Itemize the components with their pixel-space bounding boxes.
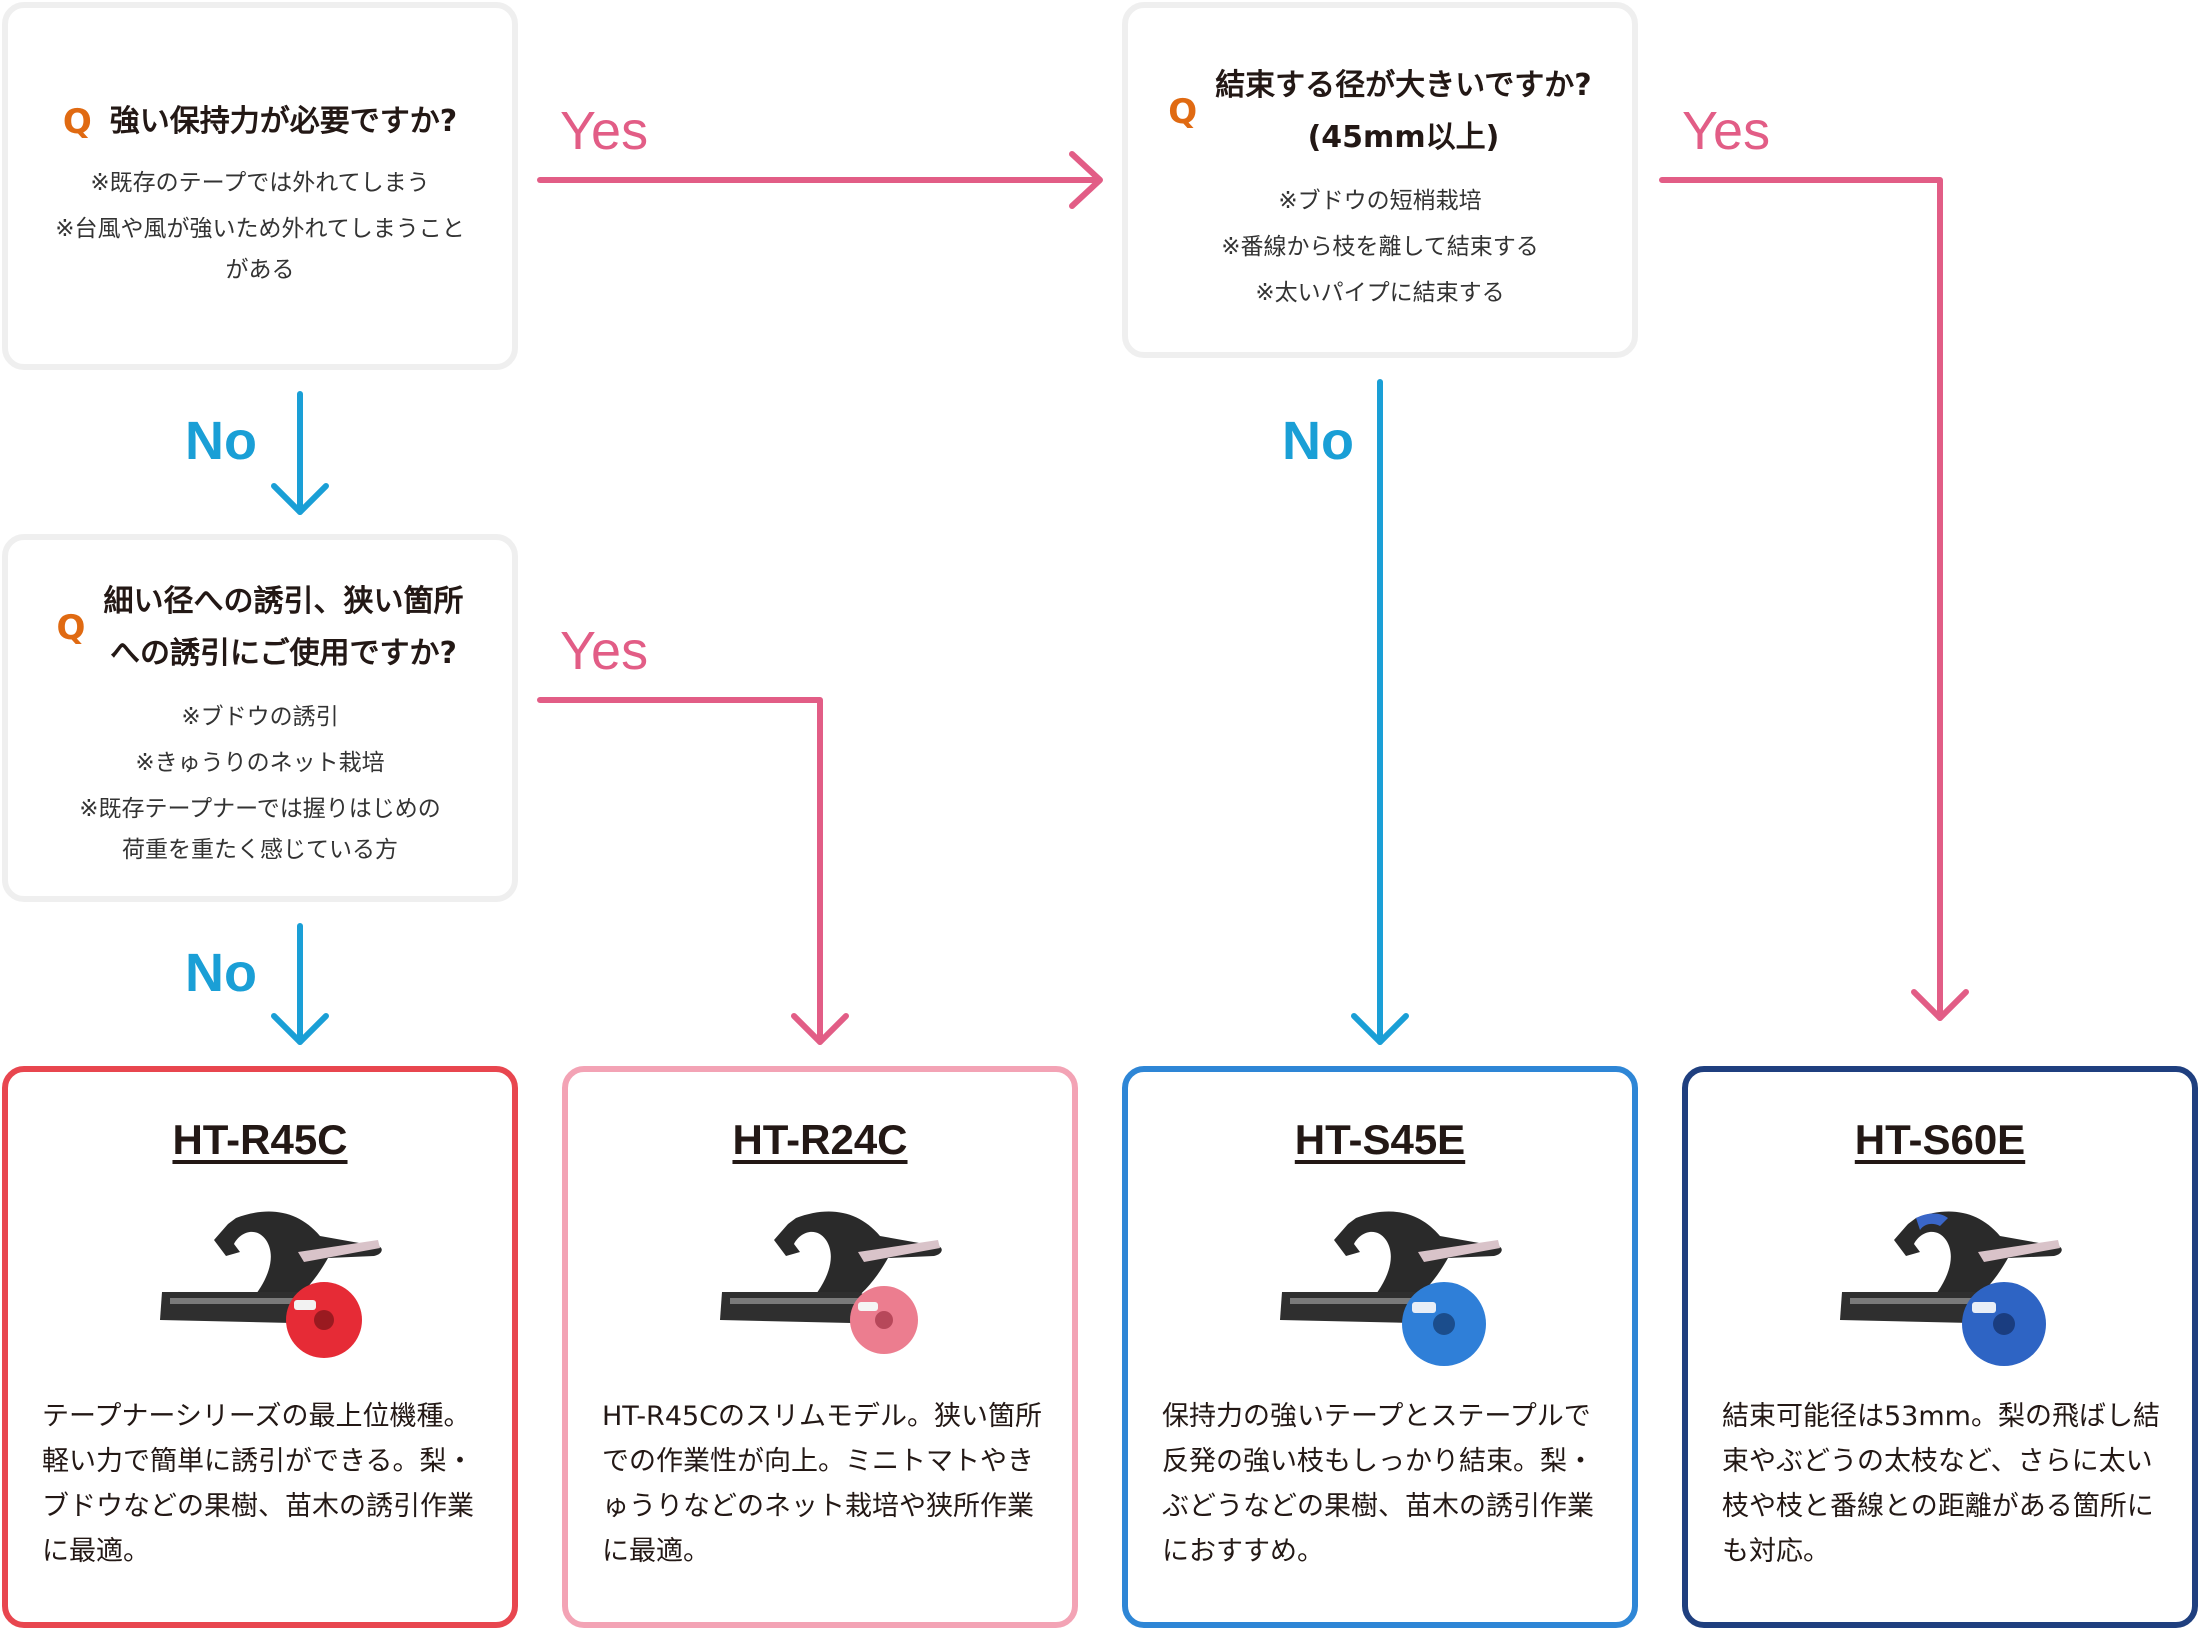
question-box-large-diameter: Q 結束する径が大きいですか? (45mm以上) ※ブドウの短梢栽培 ※番線から… bbox=[1122, 2, 1638, 358]
product-description: 結束可能径は53mm。梨の飛ばし結束やぶどうの太枝など、さらに太い枝や枝と番線と… bbox=[1722, 1401, 2160, 1567]
tape-tool-image bbox=[720, 1211, 942, 1354]
question-note: ※既存テープナーでは握りはじめの bbox=[79, 796, 441, 822]
question-box-strong-hold: Q 強い保持力が必要ですか? ※既存のテープでは外れてしまう ※台風や風が強いた… bbox=[2, 2, 518, 370]
yes-label-q2: Yes bbox=[560, 621, 649, 681]
question-note: ※太いパイプに結束する bbox=[1255, 280, 1505, 306]
product-name[interactable]: HT-R45C bbox=[172, 1116, 348, 1163]
product-description: 保持力の強いテープとステープルで反発の強い枝もしっかり結束。梨・ぶどうなどの果樹… bbox=[1162, 1401, 1594, 1567]
arrow-q3-no bbox=[1351, 379, 1409, 1045]
question-note: 荷重を重たく感じている方 bbox=[122, 837, 398, 863]
product-card-ht-s60e[interactable]: HT-S60E 結束可能径は53mm。梨の飛ばし結束やぶどうの太枝など、さらに太… bbox=[1682, 1066, 2198, 1628]
no-label-q2: No bbox=[185, 943, 257, 1003]
product-description: テープナーシリーズの最上位機種。軽い力で簡単に誘引ができる。梨・ブドウなどの果樹… bbox=[42, 1401, 474, 1567]
tape-tool-image bbox=[1840, 1211, 2062, 1366]
arrow-q3-yes bbox=[1659, 177, 1969, 1021]
tape-tool-image bbox=[160, 1211, 382, 1358]
product-card-ht-s45e[interactable]: HT-S45E 保持力の強いテープとステープルで反発の強い枝もしっかり結束。梨・… bbox=[1122, 1066, 1638, 1628]
question-note: がある bbox=[225, 257, 295, 283]
question-mark: Q bbox=[62, 102, 92, 142]
question-title: 強い保持力が必要ですか? bbox=[109, 104, 458, 139]
question-box-narrow-diameter: Q 細い径への誘引、狭い箇所 への誘引にご使用ですか? ※ブドウの誘引 ※きゅう… bbox=[2, 534, 518, 902]
question-title-line-1: 結束する径が大きいですか? bbox=[1215, 68, 1592, 103]
product-card-ht-r45c[interactable]: HT-R45C テープナーシリーズの最上位機種。軽い力で簡単に誘引ができる。梨・… bbox=[2, 1066, 518, 1628]
product-name[interactable]: HT-S60E bbox=[1854, 1116, 2026, 1163]
yes-label-q1: Yes bbox=[560, 101, 649, 161]
arrow-q1-no bbox=[271, 391, 329, 515]
question-title-line-2: (45mm以上) bbox=[1307, 120, 1500, 155]
question-mark: Q bbox=[1168, 92, 1198, 132]
question-title-line-1: 細い径への誘引、狭い箇所 bbox=[103, 584, 464, 619]
arrow-q2-yes bbox=[537, 697, 849, 1045]
arrow-q2-no bbox=[271, 923, 329, 1045]
question-note: ※ブドウの短梢栽培 bbox=[1278, 188, 1482, 214]
product-name[interactable]: HT-R24C bbox=[732, 1116, 908, 1163]
question-mark: Q bbox=[56, 608, 86, 648]
question-note: ※番線から枝を離して結束する bbox=[1221, 234, 1539, 260]
product-card-ht-r24c[interactable]: HT-R24C HT-R45Cのスリムモデル。狭い箇所での作業性が向上。ミニトマ… bbox=[562, 1066, 1078, 1628]
question-note: ※台風や風が強いため外れてしまうこと bbox=[55, 216, 465, 242]
question-note: ※ブドウの誘引 bbox=[181, 704, 339, 730]
arrow-q1-yes bbox=[537, 151, 1103, 209]
tape-tool-image bbox=[1280, 1211, 1502, 1366]
question-note: ※既存のテープでは外れてしまう bbox=[90, 170, 430, 196]
no-label-q3: No bbox=[1282, 411, 1354, 471]
question-title-line-2: への誘引にご使用ですか? bbox=[110, 636, 457, 671]
question-note: ※きゅうりのネット栽培 bbox=[135, 750, 385, 776]
product-description: HT-R45Cのスリムモデル。狭い箇所での作業性が向上。ミニトマトやきゅうりなど… bbox=[602, 1401, 1043, 1567]
product-name[interactable]: HT-S45E bbox=[1294, 1116, 1466, 1163]
yes-label-q3: Yes bbox=[1682, 101, 1771, 161]
no-label-q1: No bbox=[185, 411, 257, 471]
